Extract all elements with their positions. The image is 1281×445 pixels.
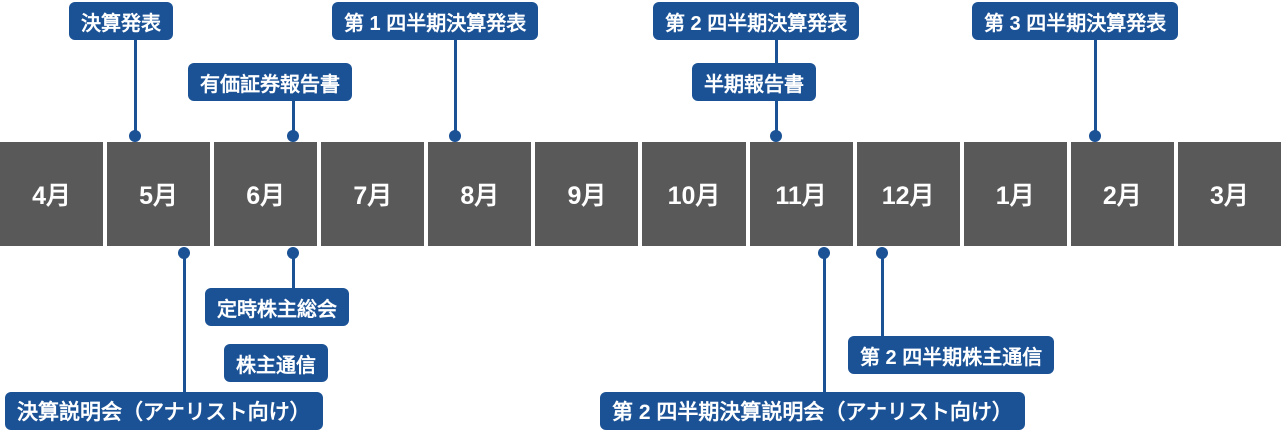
dot-kessan-setsumeikai <box>178 247 190 259</box>
connector-q3-kessan-happyo <box>1094 38 1097 138</box>
connector-teiji-kabunushi-sokai <box>292 252 295 298</box>
month-cell-8: 8月 <box>428 142 532 246</box>
connector-yuka-shoken <box>292 100 295 138</box>
month-cell-4: 4月 <box>0 142 104 246</box>
white-bar-right <box>972 62 1200 104</box>
dot-yuka-shoken <box>287 130 299 142</box>
month-cell-7: 7月 <box>321 142 425 246</box>
label-kessan-setsumeikai[interactable]: 決算説明会（アナリスト向け） <box>5 392 323 430</box>
label-q2-kessan-setsumeikai[interactable]: 第 2 四半期決算説明会（アナリスト向け） <box>600 392 1025 430</box>
dot-q3-kessan-happyo <box>1089 130 1101 142</box>
label-q1-kessan-happyo[interactable]: 第 1 四半期決算発表 <box>332 2 539 40</box>
label-hanki-hokokusho[interactable]: 半期報告書 <box>692 63 816 101</box>
dot-kessan-happyo <box>129 130 141 142</box>
label-q2-kessan-happyo[interactable]: 第 2 四半期決算発表 <box>653 2 860 40</box>
connector-q2-kabunushi-tsushin <box>881 252 884 346</box>
month-cell-6: 6月 <box>214 142 318 246</box>
dot-q2-kessan-happyo <box>770 130 782 142</box>
month-cell-5: 5月 <box>107 142 211 246</box>
month-row: 4月 5月 6月 7月 8月 9月 10月 11月 12月 1月 2月 3月 <box>0 142 1281 246</box>
label-kabunushi-tsushin[interactable]: 株主通信 <box>224 344 328 382</box>
month-cell-10: 10月 <box>642 142 746 246</box>
connector-q2-kessan-setsumeikai <box>823 252 826 402</box>
connector-kessan-setsumeikai <box>183 252 186 402</box>
month-cell-3: 3月 <box>1177 142 1281 246</box>
dot-q2-kessan-setsumeikai <box>818 247 830 259</box>
label-kessan-happyo[interactable]: 決算発表 <box>69 2 173 40</box>
connector-q1-kessan-happyo <box>454 38 457 138</box>
dot-teiji-kabunushi-sokai <box>287 247 299 259</box>
label-q3-kessan-happyo[interactable]: 第 3 四半期決算発表 <box>972 2 1179 40</box>
month-cell-9: 9月 <box>535 142 639 246</box>
connector-kessan-happyo <box>134 38 137 138</box>
month-cell-1: 1月 <box>963 142 1067 246</box>
month-cell-12: 12月 <box>856 142 960 246</box>
label-q2-kabunushi-tsushin[interactable]: 第 2 四半期株主通信 <box>848 336 1055 374</box>
month-cell-2: 2月 <box>1070 142 1174 246</box>
dot-q1-kessan-happyo <box>449 130 461 142</box>
month-cell-11: 11月 <box>749 142 853 246</box>
label-teiji-kabunushi-sokai[interactable]: 定時株主総会 <box>205 288 349 326</box>
dot-q2-kabunushi-tsushin <box>876 247 888 259</box>
label-yuka-shoken-hokokusho[interactable]: 有価証券報告書 <box>188 63 352 101</box>
